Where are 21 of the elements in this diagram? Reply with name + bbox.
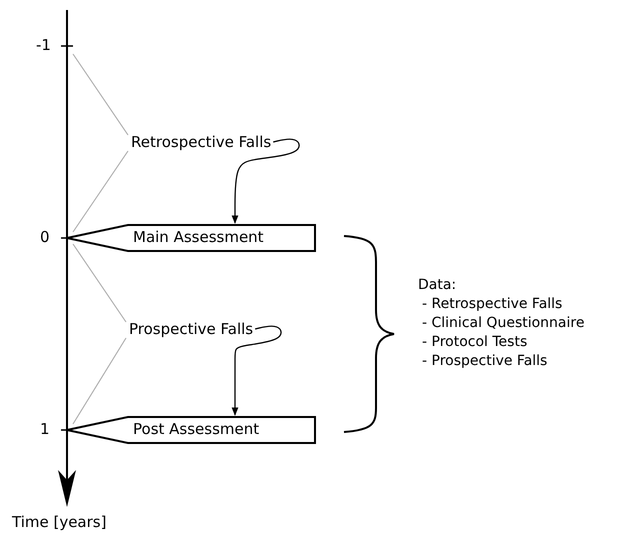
phase-label: Retrospective Falls (131, 133, 272, 151)
assessment-tag (67, 417, 315, 443)
guide-line (72, 338, 126, 424)
data-heading: Data: (418, 277, 456, 293)
curved-arrow (232, 138, 300, 224)
tick-label: -1 (36, 36, 51, 54)
list-item: - Retrospective Falls (422, 296, 562, 312)
list-item: - Protocol Tests (422, 334, 528, 350)
assessment-tag (67, 225, 315, 251)
tag-label: Post Assessment (133, 420, 260, 438)
tick-label: 0 (40, 228, 50, 246)
axis-title: Time [years] (12, 513, 106, 531)
list-item: - Prospective Falls (422, 353, 548, 369)
tick-label: 1 (40, 420, 50, 438)
curved-arrow (232, 326, 282, 416)
guide-line (72, 54, 128, 136)
guide-line (72, 244, 126, 322)
list-item: - Clinical Questionnaire (422, 315, 584, 331)
tag-label: Main Assessment (133, 228, 264, 246)
phase-label: Prospective Falls (129, 320, 254, 338)
guide-line (72, 150, 128, 232)
